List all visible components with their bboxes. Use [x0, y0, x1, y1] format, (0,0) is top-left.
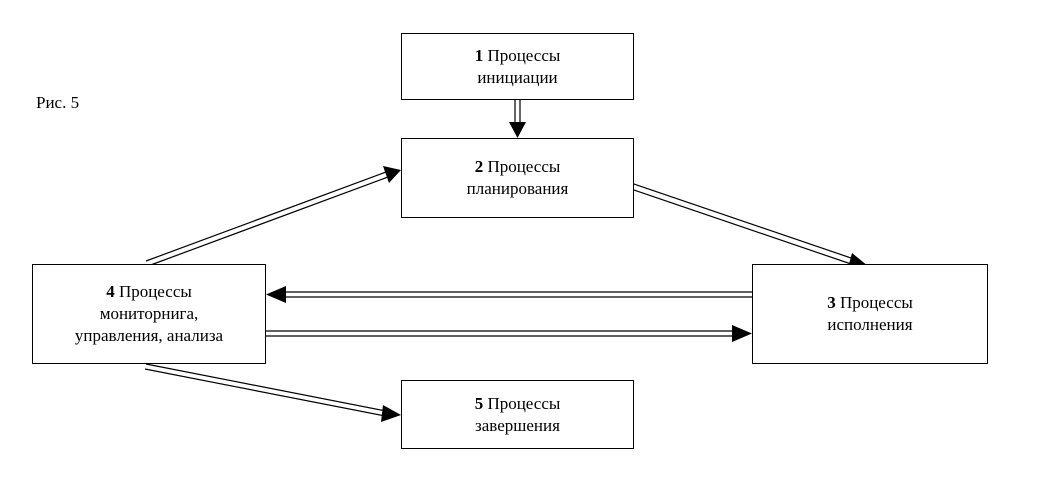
node-5-title: Процессы [487, 393, 561, 413]
edge-1-to-2 [509, 100, 526, 138]
node-5-number: 5 [474, 393, 484, 413]
edge-4-to-3 [266, 325, 752, 342]
node-2-title: Процессы [487, 157, 561, 176]
node-4-number: 4 [106, 282, 115, 301]
node-5-line-2: завершения [475, 415, 560, 435]
edge-3-to-4 [266, 286, 752, 303]
node-4-line-3: управления, анализа [74, 326, 224, 345]
node-3-line-2: исполнения [827, 315, 913, 334]
node-planning-processes: 2 Процессы планирования [401, 138, 634, 218]
node-4-line-2: мониторнига, [99, 304, 199, 323]
node-1-title: Процессы [487, 45, 561, 65]
node-3-title: Процессы [839, 293, 913, 312]
node-closing-processes: 5 Процессы завершения [401, 380, 634, 449]
node-2-line-1: 2 Процессы [475, 156, 561, 178]
node-3-line-1: 3 Процессы [827, 292, 913, 314]
node-1-line-2: инициации [477, 67, 558, 87]
node-2-number: 2 [474, 157, 484, 176]
edge-4-to-2 [145, 166, 401, 267]
figure-label: Рис. 5 [36, 93, 80, 112]
node-5-line-1: 5 Процессы [475, 393, 561, 415]
node-4-title: Процессы [118, 282, 192, 301]
node-3-number: 3 [827, 293, 836, 312]
node-1-line-1: 1 Процессы [475, 45, 561, 67]
node-2-line-2: планирования [466, 179, 569, 198]
node-execution-processes: 3 Процессы исполнения [752, 264, 988, 364]
edge-2-to-3 [633, 183, 868, 268]
node-monitoring-processes: 4 Процессы мониторнига, управления, анал… [32, 264, 266, 364]
node-initiation-processes: 1 Процессы инициации [401, 33, 634, 100]
edge-4-to-5 [144, 363, 401, 422]
node-1-number: 1 [474, 45, 484, 65]
node-4-line-1: 4 Процессы [106, 281, 192, 303]
